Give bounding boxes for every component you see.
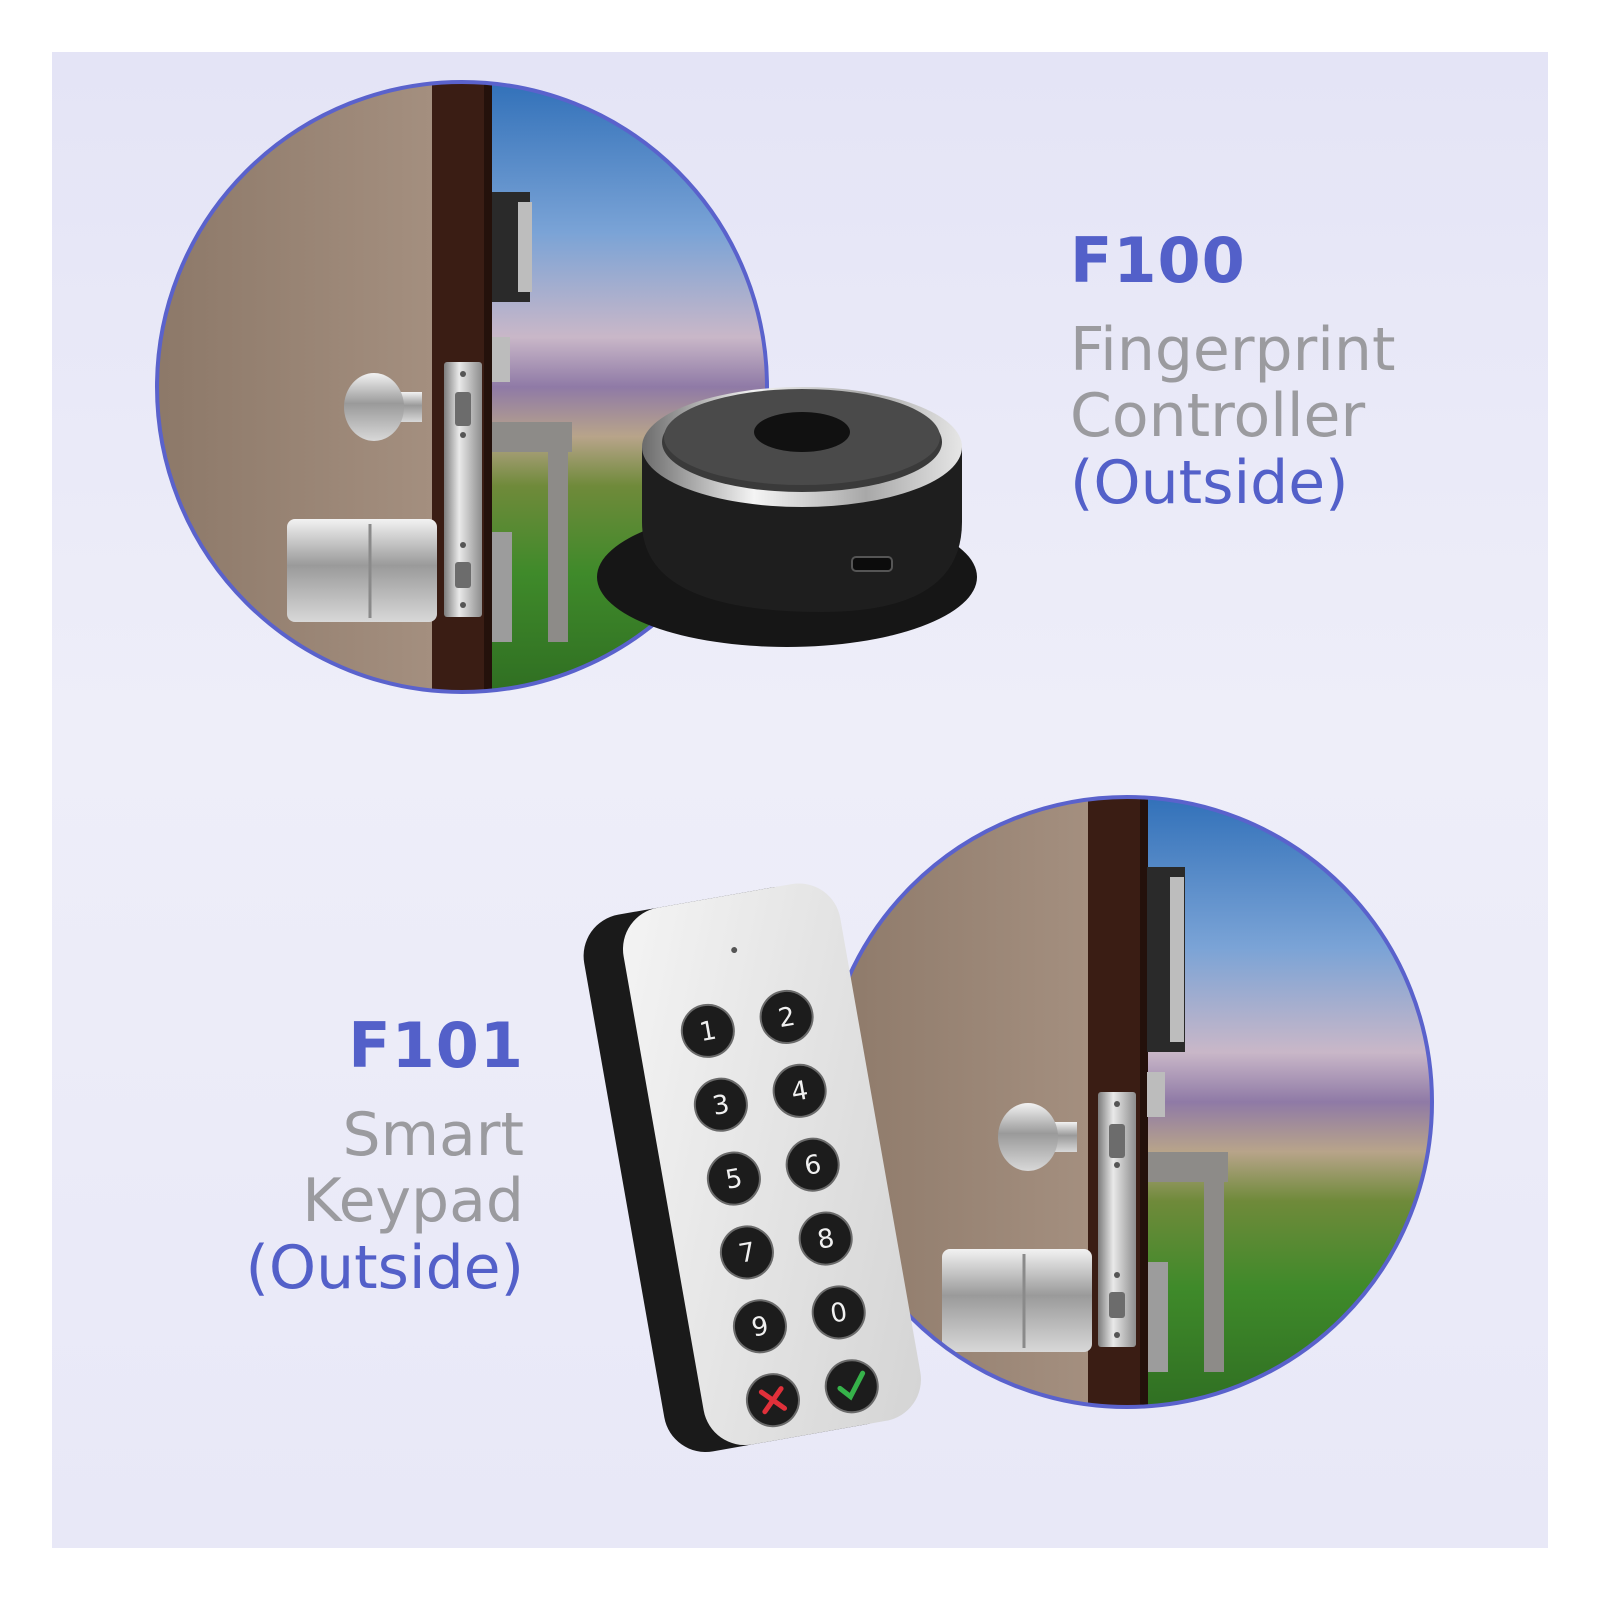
keypad-key-label: 2 (776, 1002, 798, 1034)
product-f100-text: F100 Fingerprint Controller (Outside) (1070, 224, 1530, 519)
keypad-key-label: 9 (749, 1311, 771, 1343)
keypad-key-9: 9 (732, 1299, 787, 1354)
keypad-key-label: 0 (828, 1297, 850, 1329)
product-description-line1: Fingerprint (1070, 315, 1396, 386)
cancel-icon (745, 1373, 800, 1428)
product-location: (Outside) (1070, 448, 1349, 519)
keypad-key-5: 5 (706, 1151, 761, 1206)
circle-border-top (155, 80, 769, 694)
keypad-key-label: 5 (723, 1163, 745, 1195)
product-model: F101 (348, 1009, 524, 1082)
keypad-key-4: 4 (772, 1063, 827, 1118)
keypad-key-6: 6 (785, 1137, 840, 1192)
keypad-key-label: 7 (736, 1237, 758, 1269)
keypad-key-7: 7 (719, 1225, 774, 1280)
keypad-key-0: 0 (811, 1285, 866, 1340)
product-panel: 1 2 3 4 5 6 7 8 9 0 F100 Fingerprint Controller (… (52, 52, 1548, 1548)
product-description-line1: Smart (342, 1100, 525, 1171)
keypad-key-label: 1 (697, 1016, 719, 1048)
product-illustration: 1 2 3 4 5 6 7 8 9 0 (155, 80, 1434, 1453)
check-icon (824, 1359, 879, 1414)
product-description-line2: Controller (1070, 381, 1366, 452)
keypad-key-1: 1 (680, 1003, 735, 1058)
keypad-key-label: 6 (802, 1149, 824, 1181)
keypad-key-3: 3 (693, 1077, 748, 1132)
keypad-key-label: 4 (789, 1076, 811, 1108)
product-f101-text: F101 Smart Keypad (Outside) (64, 1009, 525, 1304)
fingerprint-controller-image (597, 387, 977, 647)
product-description-line2: Keypad (302, 1166, 524, 1237)
keypad-keys: 1 2 3 4 5 6 7 8 9 0 (680, 989, 879, 1428)
keypad-key-label: 8 (815, 1223, 837, 1255)
product-model: F100 (1070, 224, 1246, 297)
keypad-key-label: 3 (710, 1090, 732, 1122)
product-location: (Outside) (245, 1233, 524, 1304)
smart-keypad-image: 1 2 3 4 5 6 7 8 9 0 (583, 883, 921, 1453)
keypad-key-8: 8 (798, 1211, 853, 1266)
keypad-key-2: 2 (759, 989, 814, 1044)
